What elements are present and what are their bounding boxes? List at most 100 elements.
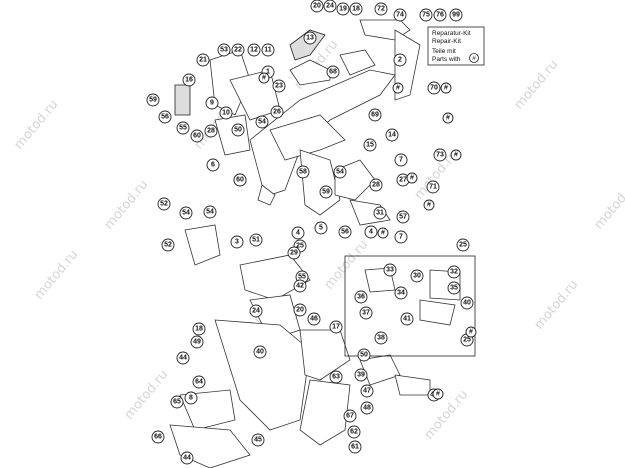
part-callout: 6 — [206, 158, 220, 172]
part-callout: 13 — [303, 31, 317, 45]
part-callout-number: 32 — [450, 269, 458, 276]
part-callout: 10 — [219, 106, 233, 120]
part-callout-number: 13 — [306, 35, 314, 42]
part-callout: 99 — [449, 8, 463, 22]
part-callout: 3 — [230, 235, 244, 249]
part-callout-number: 24 — [326, 3, 334, 10]
part-callout-number: 36 — [357, 294, 365, 301]
part-callout-number: 21 — [199, 57, 207, 64]
part-callout-number: 66 — [154, 434, 162, 441]
part-callout-number: 30 — [413, 273, 421, 280]
watermark: motod.ru — [532, 277, 582, 332]
part-callout: 33 — [383, 263, 397, 277]
part-callout: 7 — [394, 230, 408, 244]
part-callout: 60 — [190, 129, 204, 143]
part-callout-number: 74 — [396, 12, 404, 19]
part-callout: 54 — [333, 165, 347, 179]
part-callout: 70 — [427, 81, 441, 95]
hash-symbol: # — [446, 115, 450, 122]
part-callout-number: 44 — [183, 455, 191, 462]
part-callout-number: 40 — [463, 300, 471, 307]
part-callout: 51 — [249, 233, 263, 247]
part-callout-number: 2 — [398, 57, 402, 64]
part-callout: 71 — [426, 180, 440, 194]
part-callout: 58 — [296, 165, 310, 179]
part-callout: 26 — [270, 105, 284, 119]
part-callout: 74 — [393, 8, 407, 22]
part-callout: 5 — [314, 221, 328, 235]
watermark: motod.ru — [32, 247, 82, 302]
part-callout-number: 11 — [264, 47, 272, 54]
part-callout-number: 54 — [336, 169, 344, 176]
part-callout-number: 25 — [463, 337, 471, 344]
part-callout-number: 33 — [386, 267, 394, 274]
part-callout: 56 — [338, 225, 352, 239]
part-callout-number: 39 — [357, 372, 365, 379]
part-callout-number: 73 — [436, 152, 444, 159]
part-callout: 38 — [374, 331, 388, 345]
part-callout-number: 18 — [195, 326, 203, 333]
watermark: motod.ru — [322, 237, 372, 292]
part-callout: 37 — [359, 306, 373, 320]
part-callout-number: 28 — [207, 128, 215, 135]
part-callout: 57 — [396, 210, 410, 224]
legend-hash-symbol: # — [472, 55, 476, 62]
part-callout: 75 — [419, 8, 433, 22]
part-callout-number: 51 — [252, 237, 260, 244]
part-callout-number: 65 — [173, 399, 181, 406]
part-callout: 72 — [374, 2, 388, 16]
part-callout: 36 — [354, 290, 368, 304]
part-callout-number: 68 — [329, 69, 337, 76]
part-callout: 54 — [179, 206, 193, 220]
part-callout-number: 23 — [275, 83, 283, 90]
part-callout-number: 50 — [360, 352, 368, 359]
part-callout: 42 — [293, 279, 307, 293]
part-callout: 18 — [349, 2, 363, 16]
part-callout: 52 — [157, 197, 171, 211]
part-callout-number: 4 — [369, 229, 373, 236]
hash-symbol: # — [454, 152, 458, 159]
hash-symbol: # — [381, 230, 385, 237]
part-callout-number: 7 — [399, 234, 403, 241]
part-callout-number: 62 — [350, 429, 358, 436]
part-callout-number: 40 — [256, 349, 264, 356]
hash-symbol: # — [469, 329, 473, 336]
part-callout: 28 — [204, 124, 218, 138]
part-callout-number: 55 — [179, 125, 187, 132]
part-callout: 21 — [196, 53, 210, 67]
part-callout: 48 — [360, 401, 374, 415]
left-bracket-parts — [174, 49, 281, 266]
part-callout: 62 — [347, 425, 361, 439]
watermark: motod.ru — [102, 177, 152, 232]
part-callout: 39 — [354, 368, 368, 382]
part-callout: 18 — [192, 322, 206, 336]
part-callout-number: 22 — [234, 47, 242, 54]
part-callout-number: 9 — [210, 100, 214, 107]
part-callout-number: 52 — [160, 201, 168, 208]
repair-kit-hash-marker: # — [377, 227, 389, 239]
part-callout-number: 26 — [273, 109, 281, 116]
part-callout-number: 37 — [362, 310, 370, 317]
part-callout: 55 — [176, 121, 190, 135]
part-callout-number: 3 — [235, 239, 239, 246]
repair-kit-legend: Reparatur-Kit Repair-Kit Teile mit Parts… — [427, 26, 485, 66]
repair-kit-hash-marker: # — [258, 72, 270, 84]
part-callout-number: 56 — [341, 229, 349, 236]
part-callout: 31 — [373, 206, 387, 220]
part-callout-number: 27 — [399, 177, 407, 184]
part-callout: 2 — [393, 53, 407, 67]
part-callout-number: 63 — [332, 374, 340, 381]
part-callout-number: 34 — [397, 290, 405, 297]
part-callout-number: 5 — [319, 225, 323, 232]
part-callout: 68 — [326, 65, 340, 79]
hash-symbol: # — [427, 202, 431, 209]
hash-symbol: # — [262, 75, 266, 82]
part-callout: 45 — [251, 433, 265, 447]
part-callout-number: 29 — [290, 250, 298, 257]
part-callout: 60 — [233, 173, 247, 187]
part-callout-number: 10 — [222, 110, 230, 117]
part-callout-number: 24 — [252, 308, 260, 315]
part-callout: 40 — [253, 345, 267, 359]
part-callout-number: 20 — [296, 307, 304, 314]
